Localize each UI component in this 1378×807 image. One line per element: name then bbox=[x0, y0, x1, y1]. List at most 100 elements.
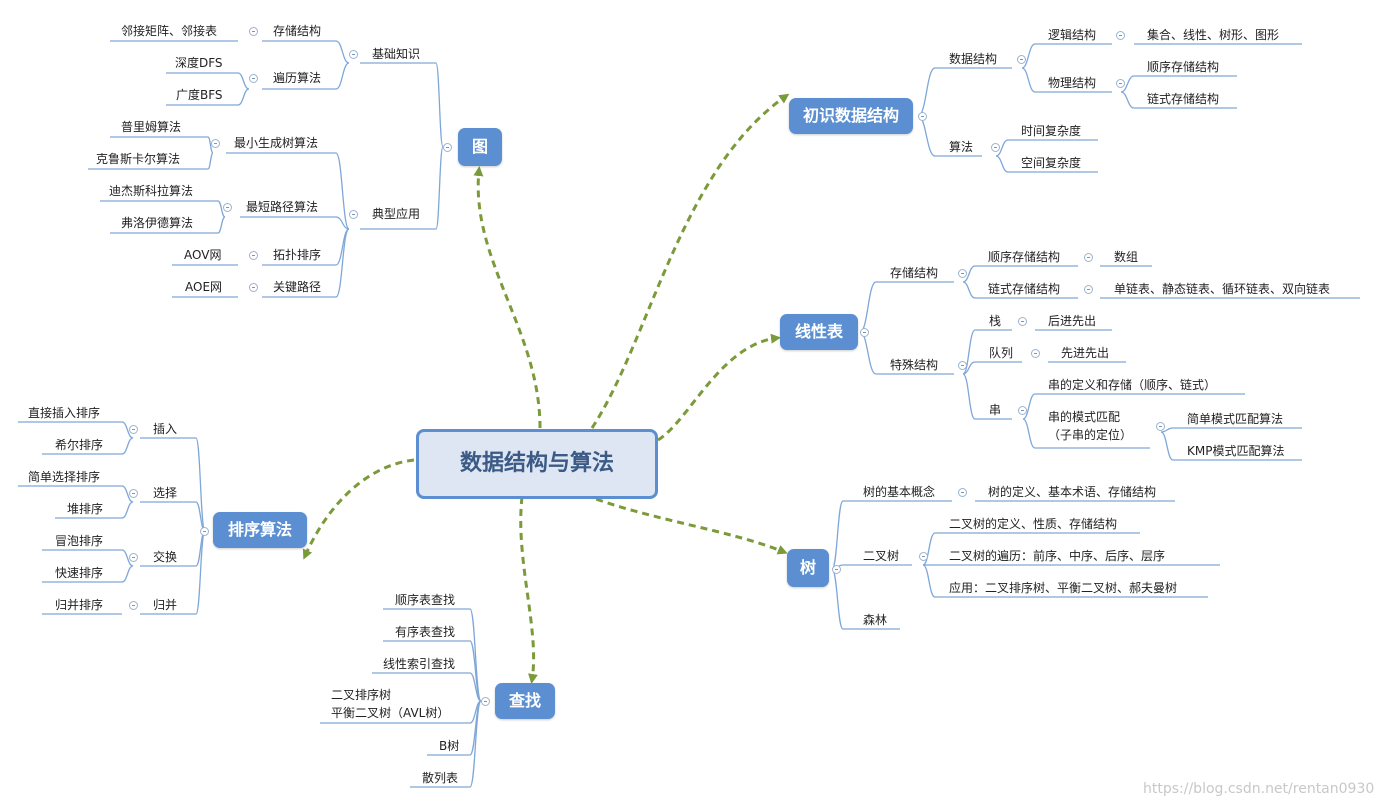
collapse-toggle[interactable] bbox=[129, 425, 138, 434]
leaf-bt-def[interactable]: 二叉树的定义、性质、存储结构 bbox=[949, 517, 1118, 531]
node-physical[interactable]: 物理结构 bbox=[1048, 76, 1097, 90]
leaf-heap[interactable]: 堆排序 bbox=[67, 502, 104, 516]
branch-linear[interactable]: 线性表 bbox=[780, 314, 858, 350]
leaf-adjacency[interactable]: 邻接矩阵、邻接表 bbox=[121, 24, 218, 38]
node-string-match[interactable]: 串的模式匹配 bbox=[1048, 410, 1121, 424]
collapse-toggle[interactable] bbox=[1156, 422, 1165, 431]
node-logical[interactable]: 逻辑结构 bbox=[1048, 28, 1097, 42]
collapse-toggle[interactable] bbox=[832, 565, 841, 574]
leaf-avl[interactable]: 平衡二叉树（AVL树） bbox=[331, 706, 450, 720]
node-graph-storage[interactable]: 存储结构 bbox=[273, 24, 322, 38]
node-select[interactable]: 选择 bbox=[153, 486, 178, 500]
leaf-tree-def[interactable]: 树的定义、基本术语、存储结构 bbox=[988, 485, 1157, 499]
node-graph-traverse[interactable]: 遍历算法 bbox=[273, 71, 322, 85]
collapse-toggle[interactable] bbox=[481, 697, 490, 706]
leaf-btree[interactable]: B树 bbox=[439, 739, 460, 753]
collapse-toggle[interactable] bbox=[1017, 55, 1026, 64]
collapse-toggle[interactable] bbox=[129, 553, 138, 562]
leaf-seq-storage[interactable]: 顺序存储结构 bbox=[1147, 60, 1220, 74]
collapse-toggle[interactable] bbox=[1018, 406, 1027, 415]
node-linear-seq[interactable]: 顺序存储结构 bbox=[988, 250, 1061, 264]
node-ds[interactable]: 数据结构 bbox=[949, 52, 998, 66]
node-algo[interactable]: 算法 bbox=[949, 140, 974, 154]
collapse-toggle[interactable] bbox=[1018, 317, 1027, 326]
leaf-logical-types[interactable]: 集合、线性、树形、图形 bbox=[1147, 28, 1280, 42]
leaf-bfs[interactable]: 广度BFS bbox=[176, 88, 223, 102]
leaf-shell[interactable]: 希尔排序 bbox=[55, 438, 104, 452]
node-topo[interactable]: 拓扑排序 bbox=[273, 248, 322, 262]
node-graph-basic[interactable]: 基础知识 bbox=[372, 47, 421, 61]
leaf-linked-lists[interactable]: 单链表、静态链表、循环链表、双向链表 bbox=[1114, 282, 1331, 296]
collapse-toggle[interactable] bbox=[918, 112, 927, 121]
node-graph-apps[interactable]: 典型应用 bbox=[372, 207, 421, 221]
collapse-toggle[interactable] bbox=[1084, 253, 1093, 262]
collapse-toggle[interactable] bbox=[223, 203, 232, 212]
leaf-bst[interactable]: 二叉排序树 bbox=[331, 688, 392, 702]
leaf-aov[interactable]: AOV网 bbox=[184, 248, 222, 262]
leaf-direct-insert[interactable]: 直接插入排序 bbox=[28, 406, 101, 420]
leaf-bt-traverse[interactable]: 二叉树的遍历：前序、中序、后序、层序 bbox=[949, 549, 1166, 563]
collapse-toggle[interactable] bbox=[1084, 285, 1093, 294]
node-special[interactable]: 特殊结构 bbox=[890, 358, 939, 372]
collapse-toggle[interactable] bbox=[249, 283, 258, 292]
leaf-seq-search[interactable]: 顺序表查找 bbox=[395, 593, 456, 607]
collapse-toggle[interactable] bbox=[958, 361, 967, 370]
collapse-toggle[interactable] bbox=[919, 552, 928, 561]
node-critical-path[interactable]: 关键路径 bbox=[273, 280, 322, 294]
node-linear-storage[interactable]: 存储结构 bbox=[890, 266, 939, 280]
node-merge[interactable]: 归并 bbox=[153, 598, 178, 612]
leaf-lifo[interactable]: 后进先出 bbox=[1048, 314, 1097, 328]
leaf-dijkstra[interactable]: 迪杰斯科拉算法 bbox=[109, 184, 194, 198]
leaf-time-complexity[interactable]: 时间复杂度 bbox=[1021, 124, 1082, 138]
leaf-array[interactable]: 数组 bbox=[1114, 250, 1139, 264]
collapse-toggle[interactable] bbox=[958, 488, 967, 497]
collapse-toggle[interactable] bbox=[249, 74, 258, 83]
leaf-link-storage[interactable]: 链式存储结构 bbox=[1147, 92, 1220, 106]
leaf-merge-sort[interactable]: 归并排序 bbox=[55, 598, 104, 612]
node-stack[interactable]: 栈 bbox=[989, 314, 1002, 328]
leaf-aoe[interactable]: AOE网 bbox=[185, 280, 223, 294]
branch-graph[interactable]: 图 bbox=[458, 128, 502, 166]
node-insert[interactable]: 插入 bbox=[153, 422, 178, 436]
branch-sort[interactable]: 排序算法 bbox=[213, 512, 307, 548]
collapse-toggle[interactable] bbox=[349, 50, 358, 59]
leaf-hash[interactable]: 散列表 bbox=[422, 771, 459, 785]
branch-tree[interactable]: 树 bbox=[787, 549, 829, 587]
collapse-toggle[interactable] bbox=[200, 527, 209, 536]
collapse-toggle[interactable] bbox=[129, 489, 138, 498]
collapse-toggle[interactable] bbox=[860, 328, 869, 337]
node-binary-tree[interactable]: 二叉树 bbox=[863, 549, 900, 563]
leaf-simple-match[interactable]: 简单模式匹配算法 bbox=[1187, 412, 1284, 426]
collapse-toggle[interactable] bbox=[1031, 349, 1040, 358]
collapse-toggle[interactable] bbox=[249, 27, 258, 36]
leaf-string-def[interactable]: 串的定义和存储（顺序、链式） bbox=[1048, 378, 1217, 392]
leaf-bubble[interactable]: 冒泡排序 bbox=[55, 534, 104, 548]
node-queue[interactable]: 队列 bbox=[989, 346, 1014, 360]
leaf-bt-apps[interactable]: 应用：二叉排序树、平衡二叉树、郝夫曼树 bbox=[949, 581, 1178, 595]
node-shortest-path[interactable]: 最短路径算法 bbox=[246, 200, 319, 214]
leaf-fifo[interactable]: 先进先出 bbox=[1061, 346, 1110, 360]
collapse-toggle[interactable] bbox=[211, 139, 220, 148]
branch-intro[interactable]: 初识数据结构 bbox=[789, 98, 913, 134]
leaf-floyd[interactable]: 弗洛伊德算法 bbox=[121, 216, 194, 230]
collapse-toggle[interactable] bbox=[1116, 31, 1125, 40]
leaf-kruskal[interactable]: 克鲁斯卡尔算法 bbox=[96, 152, 181, 166]
collapse-toggle[interactable] bbox=[443, 143, 452, 152]
leaf-prim[interactable]: 普里姆算法 bbox=[121, 120, 182, 134]
leaf-space-complexity[interactable]: 空间复杂度 bbox=[1021, 156, 1082, 170]
node-tree-basic[interactable]: 树的基本概念 bbox=[863, 485, 936, 499]
node-string[interactable]: 串 bbox=[989, 403, 1002, 417]
collapse-toggle[interactable] bbox=[958, 269, 967, 278]
collapse-toggle[interactable] bbox=[349, 210, 358, 219]
leaf-simple-select[interactable]: 简单选择排序 bbox=[28, 470, 101, 484]
collapse-toggle[interactable] bbox=[249, 251, 258, 260]
leaf-quick[interactable]: 快速排序 bbox=[55, 566, 104, 580]
leaf-dfs[interactable]: 深度DFS bbox=[175, 56, 223, 70]
branch-search[interactable]: 查找 bbox=[495, 683, 555, 719]
root-node[interactable]: 数据结构与算法 bbox=[416, 429, 658, 499]
collapse-toggle[interactable] bbox=[1116, 79, 1125, 88]
node-mst[interactable]: 最小生成树算法 bbox=[234, 136, 319, 150]
node-swap[interactable]: 交换 bbox=[153, 550, 178, 564]
node-linear-link[interactable]: 链式存储结构 bbox=[988, 282, 1061, 296]
collapse-toggle[interactable] bbox=[991, 143, 1000, 152]
